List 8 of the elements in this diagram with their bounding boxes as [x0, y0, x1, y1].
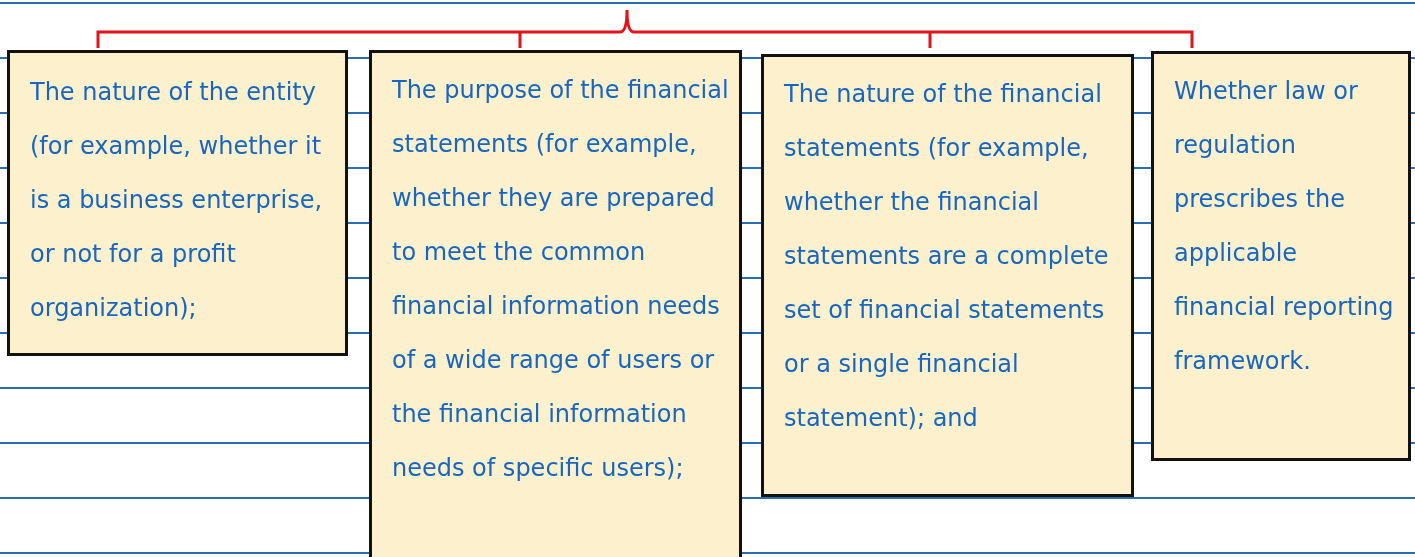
card-text: The nature of the entity (for example, whether it is a business enterprise, or not for a profit organization); — [30, 77, 324, 324]
text-card — [7, 50, 348, 356]
text-card — [369, 50, 742, 557]
card-text: The purpose of the financial statements (for example, whether they are prepared to meet the common financial information needs of a wide range of users or the financial information needs of specific users); — [392, 75, 729, 484]
card-text: Whether law or regulation prescribes the applicable financial reporting framework. — [1174, 76, 1395, 377]
text-card — [1151, 51, 1411, 461]
card-text: The nature of the financial statements (for example, whether the financial statements are a complete set of financial statements or a single financial statement); and — [784, 79, 1110, 434]
text-card — [761, 54, 1134, 497]
